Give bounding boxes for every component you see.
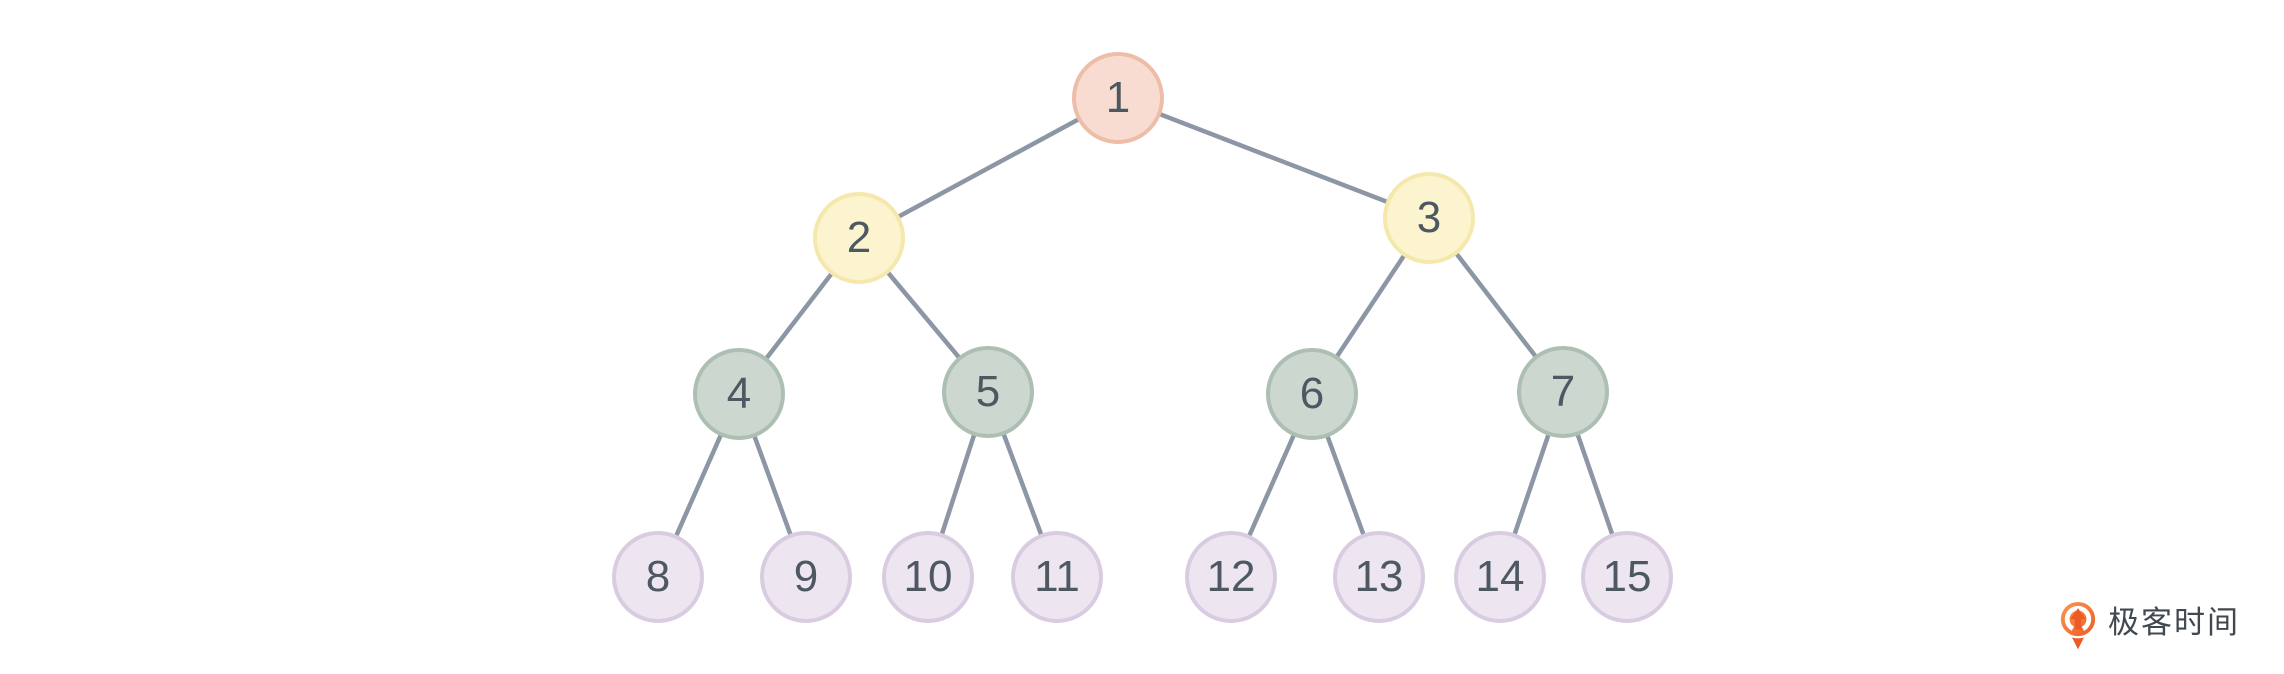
tree-edge-1-3	[1117, 95, 1430, 221]
geektime-logo: 极客时间	[2057, 600, 2240, 652]
tree-node-label: 2	[846, 213, 872, 262]
tree-node-label: 5	[975, 367, 1001, 416]
tree-node-label: 4	[726, 369, 752, 418]
logo-arrow	[2070, 608, 2086, 630]
tree-node-9: 9	[760, 531, 852, 623]
tree-node-6: 6	[1266, 348, 1358, 440]
tree-node-12: 12	[1185, 531, 1277, 623]
tree-node-label: 14	[1475, 552, 1525, 601]
tree-node-8: 8	[612, 531, 704, 623]
geektime-logo-icon	[2058, 600, 2098, 650]
tree-node-3: 3	[1383, 172, 1475, 264]
tree-node-15: 15	[1581, 531, 1673, 623]
tree-node-11: 11	[1011, 531, 1103, 623]
tree-node-label: 11	[1034, 552, 1080, 601]
tree-node-label: 10	[903, 552, 953, 601]
tree-node-label: 7	[1550, 367, 1576, 416]
tree-node-1: 1	[1072, 52, 1164, 144]
tree-node-label: 15	[1602, 552, 1652, 601]
tree-node-label: 3	[1416, 193, 1442, 242]
tree-node-4: 4	[693, 348, 785, 440]
tree-node-label: 12	[1206, 552, 1256, 601]
tree-node-5: 5	[942, 346, 1034, 438]
tree-node-label: 1	[1105, 73, 1131, 122]
tree-node-13: 13	[1333, 531, 1425, 623]
tree-node-label: 9	[793, 552, 819, 601]
tree-node-2: 2	[813, 192, 905, 284]
tree-node-label: 8	[645, 552, 671, 601]
tree-node-14: 14	[1454, 531, 1546, 623]
tree-node-label: 6	[1299, 369, 1325, 418]
tree-edge-1-2	[857, 96, 1120, 240]
tree-node-7: 7	[1517, 346, 1609, 438]
tree-node-label: 13	[1354, 552, 1404, 601]
geektime-logo-text: 极客时间	[2108, 604, 2240, 640]
tree-node-10: 10	[882, 531, 974, 623]
